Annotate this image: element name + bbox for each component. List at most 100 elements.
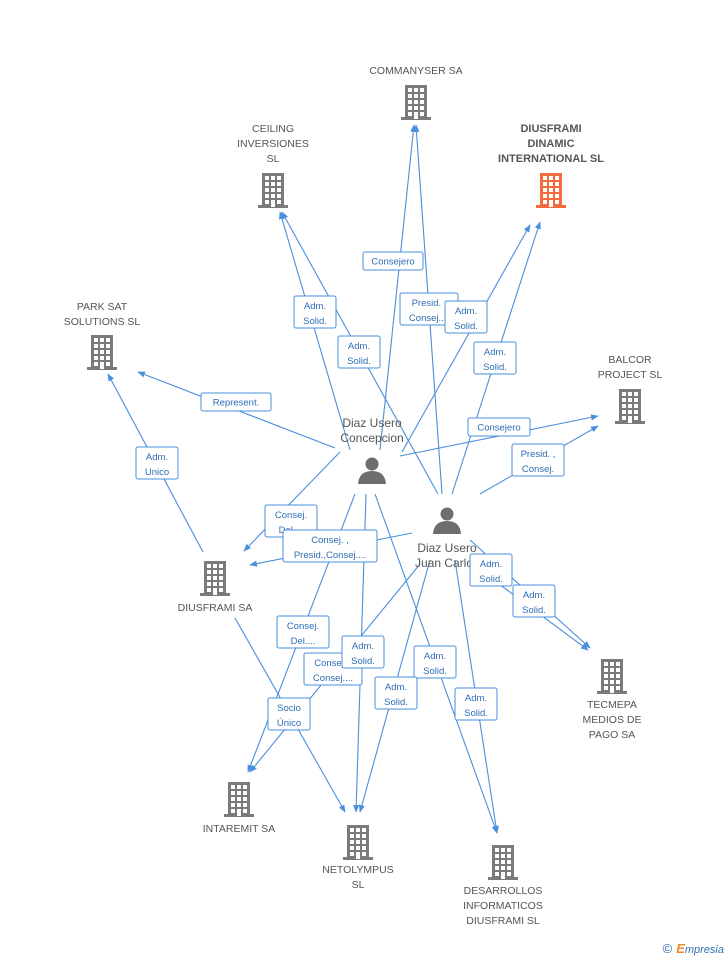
node-intaremit[interactable]: INTAREMIT SA — [203, 782, 276, 835]
relation-text: Unico — [145, 467, 169, 478]
node-label-line: DIUSFRAMI SL — [466, 915, 540, 927]
node-netolympus[interactable]: NETOLYMPUS SL — [322, 825, 394, 891]
relation-text: Solid. — [384, 697, 408, 708]
building-icon — [597, 659, 627, 694]
relation-label-r12[interactable]: Consej. , Presid.,Consej.... — [282, 529, 378, 563]
node-label-line: Concepcion — [340, 431, 403, 445]
relation-text: Solid. — [347, 356, 371, 367]
node-label-line: MEDIOS DE — [583, 714, 642, 726]
node-label-line: DIUSFRAMI — [520, 123, 581, 135]
node-desarrollos[interactable]: DESARROLLOS INFORMATICOS DIUSFRAMI SL — [463, 845, 543, 927]
node-label-line: CEILING — [252, 123, 294, 135]
relation-label-r19[interactable]: Adm.Solid. — [374, 676, 418, 710]
person-icon — [433, 507, 461, 534]
relation-label-r10[interactable]: Adm. Unico — [135, 446, 179, 480]
node-label-line: SL — [352, 879, 365, 891]
relation-label-r3[interactable]: Adm. Solid. — [337, 335, 381, 369]
relation-text: Presid. , — [412, 298, 447, 309]
node-commanyser[interactable]: COMMANYSER SA — [369, 65, 463, 120]
building-icon — [258, 173, 288, 208]
building-icon — [224, 782, 254, 817]
building-icon — [200, 561, 230, 596]
empresia-brand[interactable]: © Empresia — [663, 941, 724, 956]
relation-text: Del.... — [291, 636, 316, 647]
node-label-line: Juan Carlos — [415, 556, 479, 570]
node-label-line: PARK SAT — [77, 301, 128, 313]
relation-text: Adm. — [146, 452, 168, 463]
relation-label-r9[interactable]: Presid. ,Consej. — [511, 443, 565, 477]
edges-layer — [107, 124, 599, 834]
relation-label-r7[interactable]: Represent. — [200, 392, 272, 412]
copyright-icon: © — [662, 941, 673, 956]
relation-label-r17[interactable]: Adm. Solid. — [341, 635, 385, 669]
node-label-line: DINAMIC — [527, 138, 574, 150]
relation-text: Adm. — [484, 347, 506, 358]
relation-text: Consej. , — [314, 658, 352, 669]
node-diusframi-sa[interactable]: DIUSFRAMI SA — [178, 561, 253, 614]
relation-text: Adm. — [523, 590, 545, 601]
relation-text: Consej. — [287, 621, 319, 632]
building-icon — [343, 825, 373, 860]
relation-label-r1[interactable]: Consejero — [362, 251, 424, 271]
relation-text: Adm. — [424, 651, 446, 662]
nodes-layer: COMMANYSER SA CEILING INVERSIONES SL DIUSFRA… — [64, 65, 663, 927]
relation-label-r4[interactable]: Presid. ,Consej.... — [399, 292, 459, 326]
edge-line-3 — [401, 224, 531, 453]
building-icon — [615, 389, 645, 424]
relation-text: Solid. — [479, 574, 503, 585]
relation-text: Presid.,Consej.... — [294, 550, 366, 561]
relation-label-r15[interactable]: Consej. Del.... — [276, 615, 330, 649]
relation-text: Solid. — [423, 666, 447, 677]
node-diusframi-dinamic[interactable]: DIUSFRAMI DINAMIC INTERNATIONAL SL — [498, 123, 604, 208]
relation-text: Consej. — [275, 510, 307, 521]
node-label-line: Diaz Usero — [417, 541, 477, 555]
relation-text: Adm. — [455, 306, 477, 317]
relation-label-r2[interactable]: Adm.Solid. — [293, 295, 337, 329]
relation-text: Socio — [277, 703, 301, 714]
relation-label-r21[interactable]: Adm.Solid. — [454, 687, 498, 721]
relation-text: Solid. — [522, 605, 546, 616]
relation-label-r8[interactable]: Consejero — [467, 417, 531, 437]
relation-text: Adm. — [348, 341, 370, 352]
relation-text: Solid. — [351, 656, 375, 667]
node-label-line: INTAREMIT SA — [203, 823, 276, 835]
node-label-line: INFORMATICOS — [463, 900, 543, 912]
node-label-line: INTERNATIONAL SL — [498, 153, 604, 165]
node-label-line: COMMANYSER SA — [369, 65, 462, 77]
relation-label-r5[interactable]: Adm. Solid. — [444, 300, 488, 334]
brand-logo-text: mpresia — [684, 944, 724, 956]
relation-text: Solid. — [303, 316, 327, 327]
edge-line-6 — [243, 451, 341, 552]
relation-text: Solid. — [464, 708, 488, 719]
edge-line-1 — [379, 124, 417, 451]
relation-label-r13[interactable]: Adm. Solid. — [469, 553, 513, 587]
node-balcor[interactable]: BALCOR PROJECT SL — [598, 354, 663, 424]
relation-label-r6[interactable]: Adm.Solid. — [473, 341, 517, 375]
relation-text: Solid. — [454, 321, 478, 332]
relation-text: Adm. — [352, 641, 374, 652]
relation-label-r14[interactable]: Adm. Solid. — [512, 584, 556, 618]
person-icon — [358, 457, 386, 484]
relation-text: Consejero — [477, 423, 520, 434]
node-label-line: PROJECT SL — [598, 369, 663, 381]
node-label-line: BALCOR — [608, 354, 652, 366]
node-label-line: INVERSIONES — [237, 138, 309, 150]
node-label-line: DIUSFRAMI SA — [178, 602, 253, 614]
node-label-line: NETOLYMPUS — [322, 864, 393, 876]
relation-text: Represent. — [213, 398, 259, 409]
edge-line-2 — [279, 211, 351, 451]
relation-text: Adm. — [480, 559, 502, 570]
node-label-line: PAGO SA — [589, 729, 636, 741]
building-icon — [401, 85, 431, 120]
relation-text: Consej. , — [311, 535, 349, 546]
relation-label-r18[interactable]: Adm. Solid. — [413, 645, 457, 679]
node-label-line: DESARROLLOS — [464, 885, 543, 897]
